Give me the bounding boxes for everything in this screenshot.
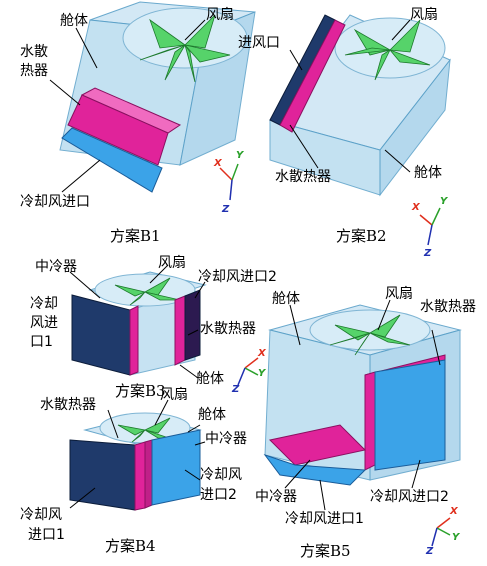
b5-fan-ring	[309, 309, 431, 351]
b3-label-cabin: 舱体	[196, 371, 224, 387]
b5-axes	[431, 517, 451, 547]
b3-label-intake1-c: 口1	[30, 334, 53, 350]
b4-label-radiator: 水散热器	[40, 397, 96, 413]
b2-fan-ring	[334, 17, 446, 79]
b1-intake-panel	[61, 127, 163, 193]
b5-label-intake1: 冷却风进口1	[285, 511, 364, 527]
b1-leaders	[49, 19, 206, 193]
b1-fan	[139, 14, 231, 83]
b3-fan	[114, 277, 181, 306]
b1-label-cabin: 舱体	[60, 13, 88, 29]
b3-intake1-panel	[71, 294, 131, 376]
b4-label-intercooler: 中冷器	[205, 431, 247, 447]
b3-intercooler	[129, 305, 139, 376]
b2-axis-y: Y	[440, 196, 448, 207]
b1-radiator-front	[67, 94, 169, 166]
b1-axes	[219, 163, 239, 201]
b2-label-intake: 进风口	[238, 35, 280, 51]
b5-caption: 方案B5	[300, 542, 351, 560]
b3-axis-y: Y	[258, 368, 266, 379]
b4-intake1-panel	[69, 439, 136, 511]
b5-label-fan: 风扇	[385, 286, 413, 302]
b5-leaders	[284, 299, 441, 511]
b3-intake2-panel	[184, 289, 201, 361]
b2-label-radiator: 水散热器	[275, 169, 331, 185]
b3-label-intercooler: 中冷器	[35, 259, 77, 275]
b3-leaders	[69, 264, 206, 379]
b2-label-fan: 风扇	[410, 7, 438, 23]
b2-axis-x: X	[412, 202, 420, 213]
b5-radiator-side	[364, 371, 376, 471]
b5-intake1-panel	[263, 454, 367, 486]
b1-caption: 方案B1	[110, 227, 161, 245]
b1-label-radiator-a: 水散	[20, 44, 48, 60]
b4-label-intake1-a: 冷却风	[20, 507, 62, 523]
b4-label-fan: 风扇	[160, 387, 188, 403]
b2-axis-z: Z	[424, 248, 432, 259]
b3-axes	[237, 357, 259, 386]
b3-label-intake1-b: 风进	[30, 315, 58, 331]
b2-fan	[344, 19, 431, 81]
b5-label-intercooler: 中冷器	[255, 489, 297, 505]
b5-intercooler	[268, 424, 367, 466]
b5-fan	[329, 314, 411, 356]
b4-model	[69, 412, 202, 511]
b3-label-radiator: 水散热器	[200, 321, 256, 337]
b2-caption: 方案B2	[336, 227, 387, 245]
b1-label-fan: 风扇	[206, 7, 234, 23]
b3-radiator	[174, 295, 186, 366]
b3-caption: 方案B3	[115, 382, 166, 400]
b2-leaders	[289, 19, 411, 173]
b4-leaders	[69, 399, 206, 509]
b4-label-intake2-a: 冷却风	[200, 467, 242, 483]
b2-label-cabin: 舱体	[414, 165, 442, 181]
b3-label-intake1-a: 冷却	[30, 296, 58, 312]
b3-model	[71, 271, 207, 376]
b5-label-intake2: 冷却风进口2	[370, 489, 449, 505]
b4-caption: 方案B4	[105, 537, 156, 555]
b5-axis-z: Z	[426, 546, 434, 557]
b1-model	[59, 1, 256, 193]
b5-model	[263, 304, 462, 486]
b4-label-intake2-b: 进口2	[200, 487, 237, 503]
b5-label-cabin: 舱体	[272, 291, 300, 307]
b2-radiator	[279, 19, 346, 133]
b4-intercooler	[144, 439, 153, 509]
b3-axis-x: X	[258, 348, 266, 359]
b5-axis-x: X	[450, 506, 458, 517]
b3-axis-z: Z	[232, 384, 240, 395]
b3-label-fan: 风扇	[158, 255, 186, 271]
b4-intake2-panel	[151, 429, 201, 506]
b4-label-cabin: 舱体	[198, 407, 226, 423]
b5-intake2-panel	[374, 359, 446, 471]
b1-axis-x: X	[214, 158, 222, 169]
b4-label-intake1-b: 进口1	[28, 527, 65, 543]
b1-label-intake: 冷却风进口	[20, 194, 90, 210]
b3-label-intake2: 冷却风进口2	[198, 269, 277, 285]
b5-axis-y: Y	[452, 532, 460, 543]
b4-radiator	[134, 441, 146, 511]
b2-axes	[419, 207, 441, 246]
b1-label-radiator-b: 热器	[20, 63, 48, 79]
b1-axis-z: Z	[222, 204, 230, 215]
b1-axis-y: Y	[236, 150, 244, 161]
b5-label-radiator: 水散热器	[420, 299, 476, 315]
